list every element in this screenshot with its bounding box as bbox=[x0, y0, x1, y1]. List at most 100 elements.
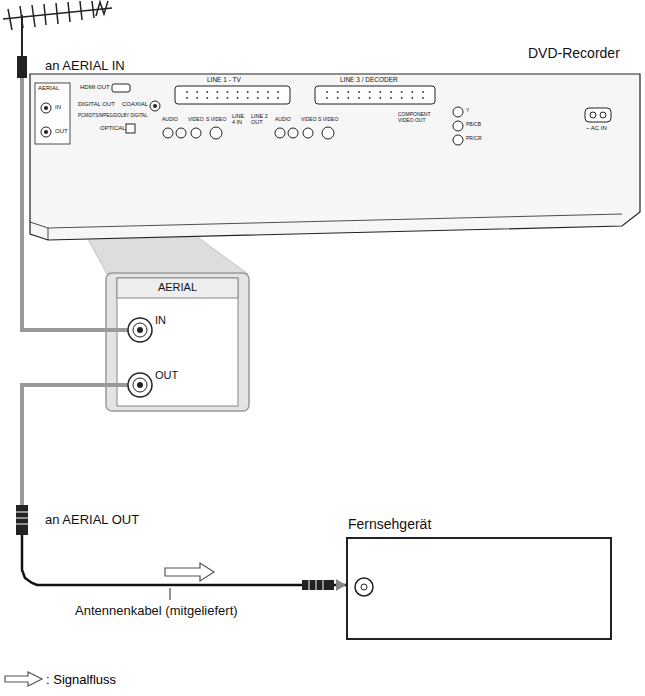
drawing-part bbox=[453, 121, 463, 131]
drawing-part bbox=[401, 97, 403, 99]
tv-set: Fernsehgerät bbox=[346, 537, 612, 640]
drawing-part bbox=[347, 91, 349, 93]
panel-label: DIGITAL OUT bbox=[78, 101, 115, 108]
drawing-part bbox=[80, 1, 82, 20]
drawing-part bbox=[41, 127, 51, 137]
drawing-part bbox=[56, 3, 58, 24]
drawing-part bbox=[191, 128, 201, 138]
panel-label: LINE 1 - TV bbox=[207, 76, 241, 83]
drawing-part bbox=[186, 91, 188, 93]
drawing-part bbox=[315, 86, 435, 104]
drawing-part bbox=[176, 128, 186, 138]
drawing-part bbox=[44, 4, 46, 25]
drawing-part bbox=[288, 128, 298, 138]
drawing-part bbox=[30, 214, 622, 228]
legend-arrow bbox=[4, 671, 44, 687]
drawing-part bbox=[379, 91, 381, 93]
drawing-part bbox=[390, 97, 392, 99]
drawing-part bbox=[133, 378, 147, 392]
drawing-part bbox=[106, 273, 249, 411]
leader-line bbox=[170, 588, 171, 600]
drawing-part bbox=[323, 580, 324, 590]
drawing-part bbox=[237, 91, 239, 93]
panel-label: COMPONENT VIDEO OUT bbox=[398, 112, 444, 123]
drawing-part bbox=[44, 106, 48, 110]
drawing-part bbox=[358, 97, 360, 99]
panel-label: OUT bbox=[55, 128, 68, 135]
drawing-part bbox=[206, 97, 208, 99]
signal-flow-arrow bbox=[165, 563, 214, 581]
drawing-part bbox=[302, 580, 334, 590]
drawing-part bbox=[216, 91, 218, 93]
panel-label: PCM/DTS/MPEG/DOLBY DIGITAL bbox=[78, 114, 148, 119]
cable-plug bbox=[16, 505, 28, 535]
drawing-part bbox=[16, 518, 28, 519]
drawing-part bbox=[355, 578, 373, 596]
aerial-out-cable bbox=[22, 385, 106, 505]
drawing-part bbox=[247, 91, 249, 93]
drawing-part bbox=[112, 84, 130, 92]
drawing-part bbox=[96, 1, 108, 16]
drawing-part bbox=[16, 512, 28, 513]
drawing-part bbox=[216, 97, 218, 99]
drawing-part bbox=[379, 97, 381, 99]
drawing-part bbox=[8, 9, 12, 30]
drawing-part bbox=[337, 91, 339, 93]
drawing-part bbox=[226, 91, 228, 93]
device-heading: Fernsehgerät bbox=[348, 517, 431, 532]
panel-label: VIDEO bbox=[188, 117, 204, 123]
drawing-part bbox=[347, 97, 349, 99]
panel-label: IN bbox=[55, 104, 61, 111]
drawing-part bbox=[41, 103, 51, 113]
panel-label: AERIAL bbox=[117, 281, 238, 293]
drawing-part bbox=[48, 228, 49, 240]
drawing-part bbox=[275, 128, 285, 138]
panel-label: COAXIAL bbox=[122, 101, 148, 108]
drawing-part bbox=[316, 580, 317, 590]
drawing-part bbox=[137, 382, 143, 388]
drawing-part bbox=[92, 1, 94, 18]
drawing-part bbox=[267, 91, 269, 93]
drawing-part bbox=[153, 104, 157, 108]
drawing-part bbox=[422, 97, 424, 99]
drawing-part bbox=[237, 97, 239, 99]
drawing-part bbox=[16, 505, 28, 535]
drawing-part bbox=[585, 108, 611, 122]
antenna-cable bbox=[22, 385, 346, 585]
panel-label: S VIDEO bbox=[206, 117, 226, 123]
drawing-part bbox=[20, 6, 23, 28]
drawing-part bbox=[105, 383, 128, 387]
panel-label: PR/CR bbox=[466, 136, 482, 142]
drawing-part bbox=[30, 74, 640, 240]
panel-label: AUDIO bbox=[162, 117, 178, 123]
drawing-part bbox=[44, 130, 48, 134]
panel-label: LINE 2 OUT bbox=[251, 113, 271, 125]
panel-label: LINE 3 / DECODER bbox=[340, 76, 398, 83]
drawing-part bbox=[369, 97, 371, 99]
drawing-part bbox=[369, 91, 371, 93]
cable-label: Antennenkabel (mitgeliefert) bbox=[75, 603, 238, 618]
drawing-part bbox=[226, 97, 228, 99]
drawing-part bbox=[163, 128, 173, 138]
drawing-part bbox=[186, 91, 424, 99]
drawing-part bbox=[337, 97, 339, 99]
drawing-part bbox=[196, 91, 198, 93]
drawing-part bbox=[150, 101, 160, 111]
drawing-part bbox=[133, 323, 147, 337]
drawing-part bbox=[247, 97, 249, 99]
drawing-part bbox=[35, 83, 70, 144]
drawing-part bbox=[126, 124, 135, 133]
drawing-part bbox=[277, 97, 279, 99]
panel-label: IN bbox=[155, 314, 166, 326]
drawing-part bbox=[128, 318, 152, 342]
drawing-part bbox=[30, 74, 640, 240]
drawing-part bbox=[16, 524, 28, 525]
panel-label: HDMI OUT bbox=[80, 84, 110, 91]
panel-label: ~ AC IN bbox=[586, 125, 607, 132]
drawing-part bbox=[326, 97, 328, 99]
drawing-part bbox=[309, 580, 310, 590]
tv-set-outline bbox=[348, 539, 614, 642]
drawing-part bbox=[453, 107, 463, 117]
panel-label: VIDEO bbox=[301, 117, 317, 123]
